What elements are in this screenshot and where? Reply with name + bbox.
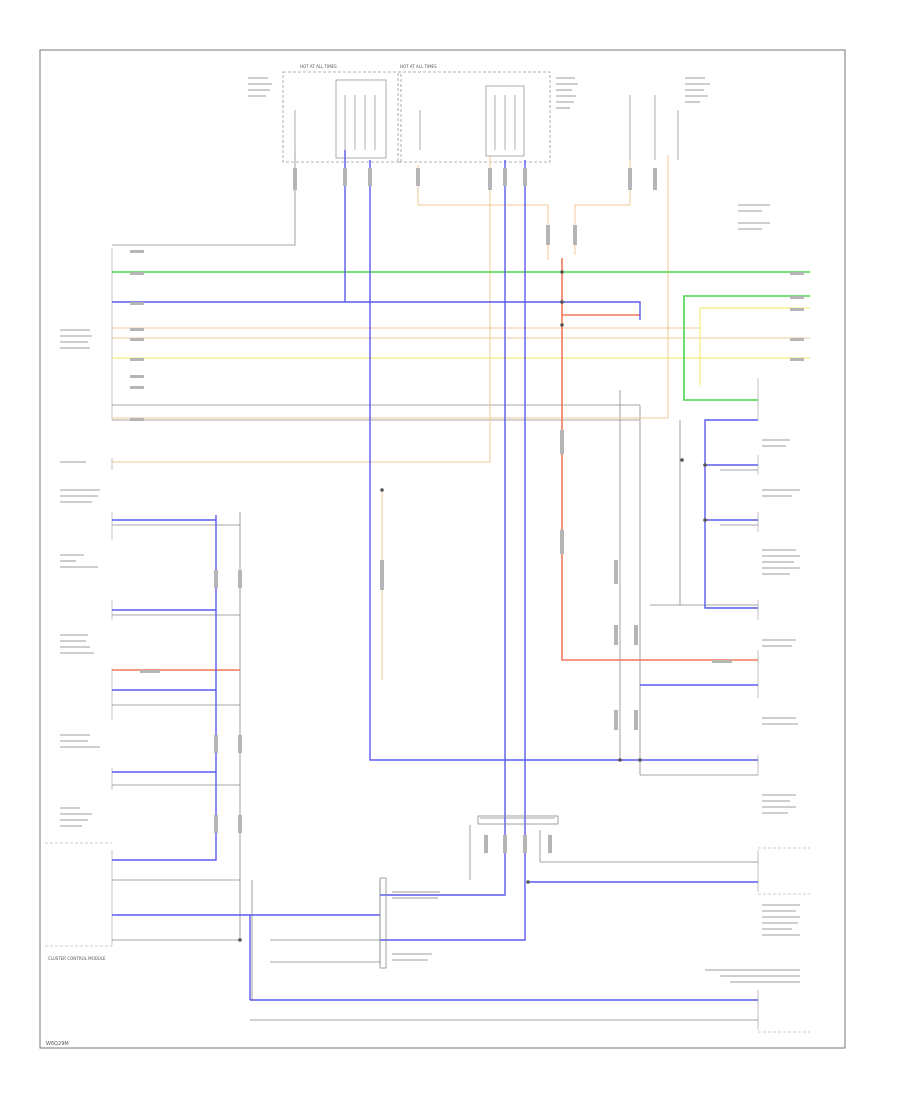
green-wires xyxy=(112,271,810,401)
fuse-box-left xyxy=(282,71,402,163)
splice-connector xyxy=(379,815,559,969)
hot-at-all-times-center-label: HOT AT ALL TIMES xyxy=(400,64,437,69)
yellow-wires xyxy=(112,307,810,385)
diagram-frame xyxy=(39,49,846,1049)
fuse-box-right xyxy=(629,95,679,160)
red-wires xyxy=(112,258,758,671)
footer-code: W6Q29M xyxy=(46,1041,69,1047)
annotation-blocks xyxy=(60,77,800,983)
right-connector-pins xyxy=(757,378,810,1033)
hot-at-all-times-left-label: HOT AT ALL TIMES xyxy=(300,64,337,69)
wire-color-tags xyxy=(130,168,804,853)
cluster-module-label: CLUSTER CONTROL MODULE xyxy=(48,956,106,961)
gray-wires xyxy=(112,150,758,1021)
blue-wires xyxy=(112,150,758,1001)
fuse-box-center xyxy=(397,71,551,163)
splice-points xyxy=(238,270,707,942)
left-connector-pins xyxy=(45,248,113,947)
orange-wires xyxy=(112,155,810,680)
